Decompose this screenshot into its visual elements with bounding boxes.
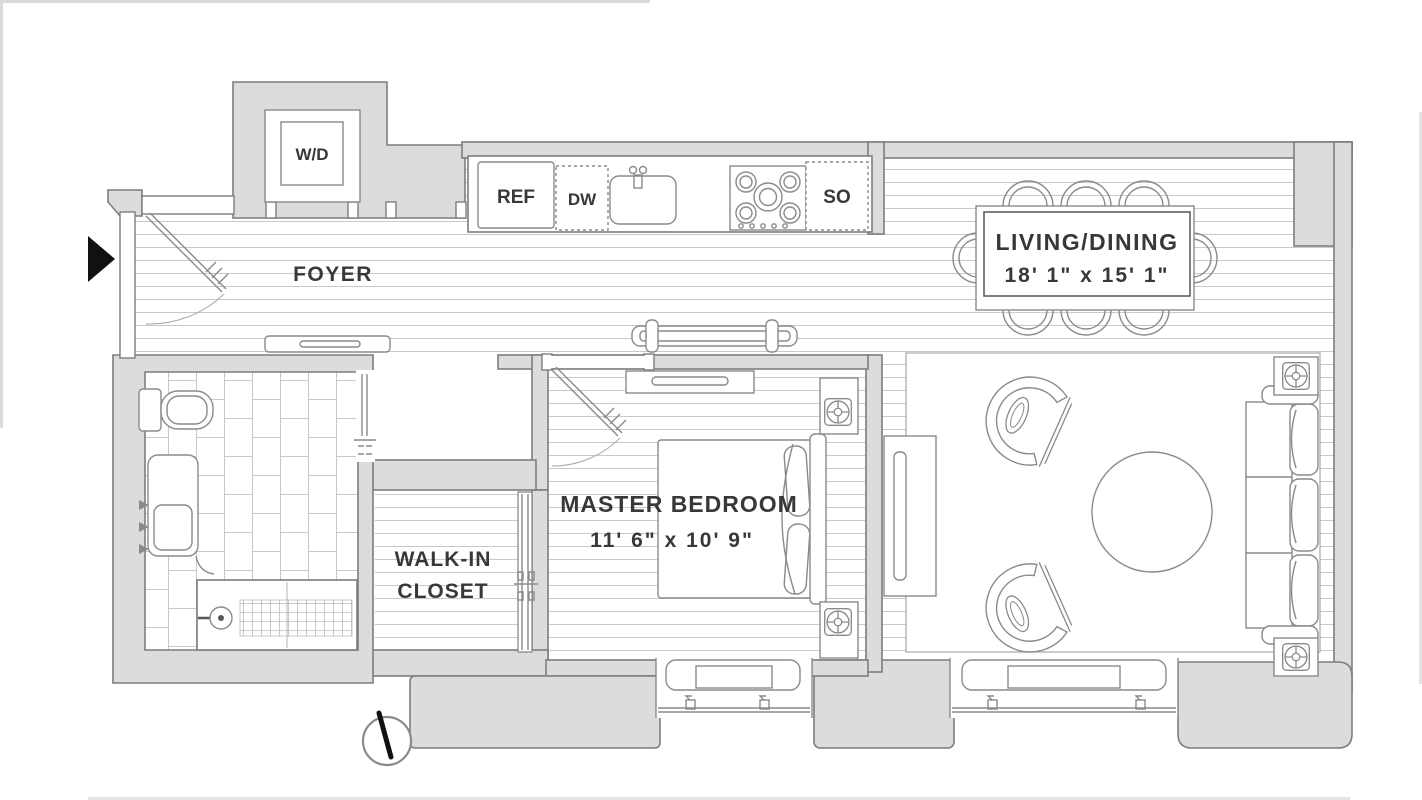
entry-threshold <box>141 195 235 215</box>
bedroom-south-wall-2 <box>807 659 869 677</box>
door-jambs <box>265 201 655 371</box>
sofa <box>1245 385 1319 645</box>
east-wall <box>1333 141 1353 693</box>
bed <box>657 433 827 605</box>
bedroom-south-wall <box>545 659 661 677</box>
coffee-table <box>1091 451 1213 573</box>
dining-chairs <box>952 180 1218 336</box>
bathroom-fixtures <box>138 388 358 651</box>
south-west-pier <box>409 675 661 749</box>
washer-dryer <box>264 109 361 203</box>
room-walk-in-closet-label-line2: CLOSET <box>397 580 488 603</box>
shower <box>196 579 358 651</box>
dining-set: LIVING/DINING 18' 1" x 15' 1" <box>952 180 1218 336</box>
side-table-bottom <box>1273 637 1319 677</box>
room-master-bedroom-label: MASTER BEDROOM <box>560 491 798 517</box>
living-dining-label-box <box>983 211 1191 297</box>
stove <box>729 165 807 231</box>
vanity-sink <box>139 454 215 575</box>
stove-oven-box <box>805 161 869 231</box>
nightstand-bottom <box>819 601 859 659</box>
room-walk-in-closet-label-line1: WALK-IN <box>395 548 492 571</box>
appliance-stove-oven-label: SO <box>823 187 850 208</box>
living-window <box>949 658 1179 718</box>
west-wall <box>119 211 136 359</box>
entry-door <box>145 212 229 325</box>
appliance-washer-dryer-label: W/D <box>295 145 328 164</box>
closet-north-wall <box>361 459 537 491</box>
room-foyer-label: FOYER <box>293 263 373 286</box>
kitchen <box>467 155 873 233</box>
media-console <box>883 435 937 597</box>
bedroom-window <box>655 658 813 718</box>
south-east-pier <box>1177 661 1353 749</box>
entry-arrow-icon <box>88 236 115 282</box>
refrigerator <box>477 161 555 229</box>
bedroom-furniture <box>625 370 859 659</box>
bathroom-door <box>354 370 376 462</box>
bedroom-living-wall <box>865 354 883 673</box>
closet-pocket-door <box>514 491 538 653</box>
dishwasher <box>555 165 609 231</box>
toilet <box>138 388 214 432</box>
dresser <box>625 370 755 394</box>
foyer-console <box>264 335 391 353</box>
living-room-furniture <box>883 356 1319 677</box>
nightstand-top <box>819 377 859 435</box>
north-compass-icon <box>361 710 413 767</box>
room-living-dining-label: LIVING/DINING <box>995 229 1178 255</box>
room-living-dining-dimensions: 18' 1" x 15' 1" <box>1005 264 1170 287</box>
hallway-bench <box>631 319 798 353</box>
appliance-refrigerator-label: REF <box>497 187 535 208</box>
side-table-top <box>1273 356 1319 396</box>
room-master-bedroom-dimensions: 11' 6" x 10' 9" <box>590 529 754 552</box>
appliance-dishwasher-label: DW <box>568 190 597 209</box>
kitchen-sink <box>609 165 677 225</box>
bedroom-door <box>548 356 646 467</box>
closet-south-wall <box>361 649 549 677</box>
